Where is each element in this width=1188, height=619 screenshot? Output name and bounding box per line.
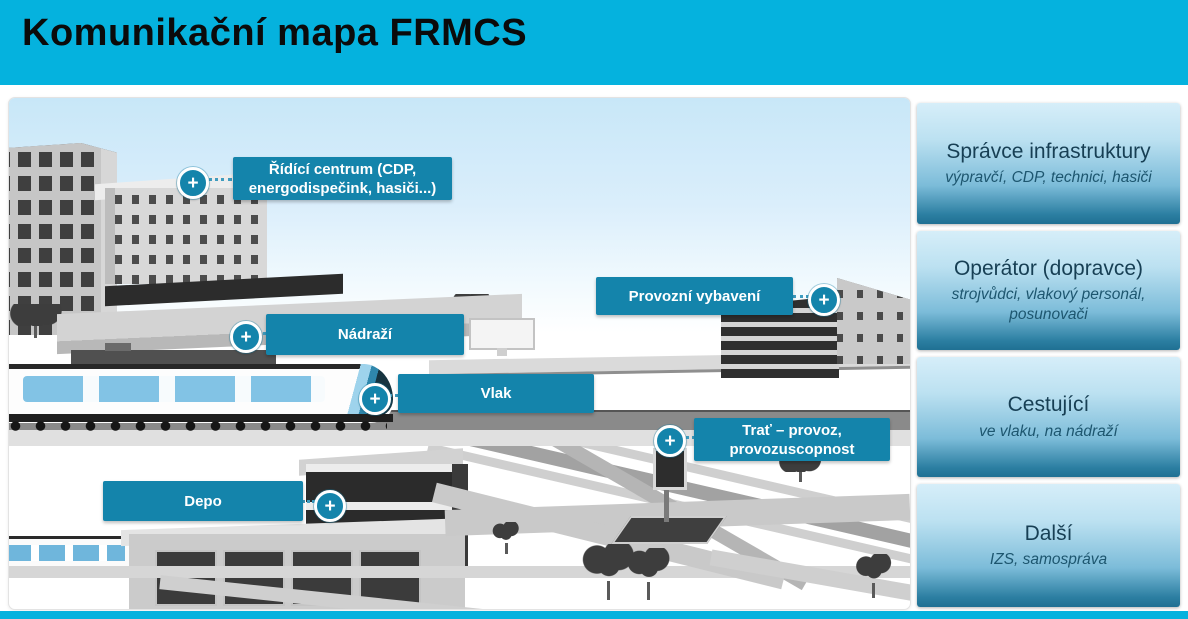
title-bar: Komunikační mapa FRMCS: [0, 0, 1188, 85]
callout-line: Trať – provoz,: [742, 421, 842, 439]
callout-ridici-centrum: Řídící centrum (CDP, energodispečink, ha…: [233, 157, 452, 200]
card-title: Operátor (dopravce): [953, 256, 1144, 280]
plus-glyph: +: [187, 172, 199, 194]
train-windows: [23, 376, 325, 402]
callout-line: Depo: [184, 492, 222, 510]
plus-glyph: +: [324, 495, 336, 517]
billboard-sign: [469, 318, 535, 350]
office-building: [105, 188, 267, 284]
sidebar-card-spravce-infrastruktury: Správce infrastruktury výpravčí, CDP, te…: [917, 103, 1180, 224]
card-subtitle: výpravčí, CDP, technici, hasiči: [945, 169, 1152, 187]
plus-icon-provozni-vybaveni[interactable]: +: [808, 284, 840, 316]
plus-icon-depo[interactable]: +: [314, 490, 346, 522]
sidebar-card-operator-dopravce: Operátor (dopravce) strojvůdci, vlakový …: [917, 231, 1180, 350]
train-chassis: [9, 414, 393, 422]
dotted-connector: [302, 500, 315, 503]
depot-door: [359, 550, 421, 606]
tree: [625, 548, 673, 600]
plus-icon-vlak[interactable]: +: [359, 383, 391, 415]
card-title: Další: [1024, 521, 1073, 545]
callout-trat: Trať – provoz, provozuscopnost: [694, 418, 890, 461]
page-title: Komunikační mapa FRMCS: [22, 12, 528, 54]
card-title: Správce infrastruktury: [946, 139, 1151, 163]
card-title: Cestující: [1007, 393, 1090, 417]
signal-base-pad: [611, 516, 727, 544]
plus-glyph: +: [664, 430, 676, 452]
card-subtitle: ve vlaku, na nádraží: [979, 422, 1118, 440]
billboard-leg: [497, 348, 507, 356]
dotted-connector: [202, 178, 232, 181]
bottom-accent-bar: [0, 611, 1188, 619]
plus-glyph: +: [818, 289, 830, 311]
tree: [491, 522, 521, 554]
plus-icon-ridici-centrum[interactable]: +: [177, 167, 209, 199]
dotted-connector: [679, 436, 695, 439]
callout-nadrazi: Nádraží: [266, 314, 464, 355]
plus-glyph: +: [240, 326, 252, 348]
tree: [854, 554, 894, 598]
canopy-vent: [105, 343, 131, 351]
card-subtitle: IZS, samospráva: [989, 551, 1108, 569]
callout-line: Řídící centrum (CDP,: [268, 160, 417, 178]
dotted-connector: [793, 295, 809, 298]
signal-pole: [664, 482, 669, 522]
dotted-connector: [384, 394, 398, 397]
plus-glyph: +: [369, 388, 381, 410]
callout-provozni-vybaveni: Provozní vybavení: [596, 277, 793, 315]
train-wheels: [9, 420, 387, 432]
road: [9, 566, 910, 578]
callout-vlak: Vlak: [398, 374, 594, 413]
sidebar-card-cestujici: Cestující ve vlaku, na nádraží: [917, 357, 1180, 477]
callout-line: energodispečink, hasiči...): [248, 179, 437, 197]
callout-line: Nádraží: [337, 326, 393, 343]
depot-train-windows: [9, 545, 125, 561]
card-subtitle: strojvůdci, vlakový personál, posunovači: [951, 285, 1146, 324]
callout-depo: Depo: [103, 481, 303, 521]
plus-icon-nadrazi[interactable]: +: [230, 321, 262, 353]
station-canopy: [71, 350, 276, 366]
callout-line: provozuscopnost: [729, 440, 855, 458]
illustration-panel: [8, 97, 911, 610]
callout-line: Provozní vybavení: [628, 287, 761, 305]
plus-icon-trat[interactable]: +: [654, 425, 686, 457]
sidebar-card-dalsi: Další IZS, samospráva: [917, 484, 1180, 607]
callout-line: Vlak: [480, 385, 512, 402]
